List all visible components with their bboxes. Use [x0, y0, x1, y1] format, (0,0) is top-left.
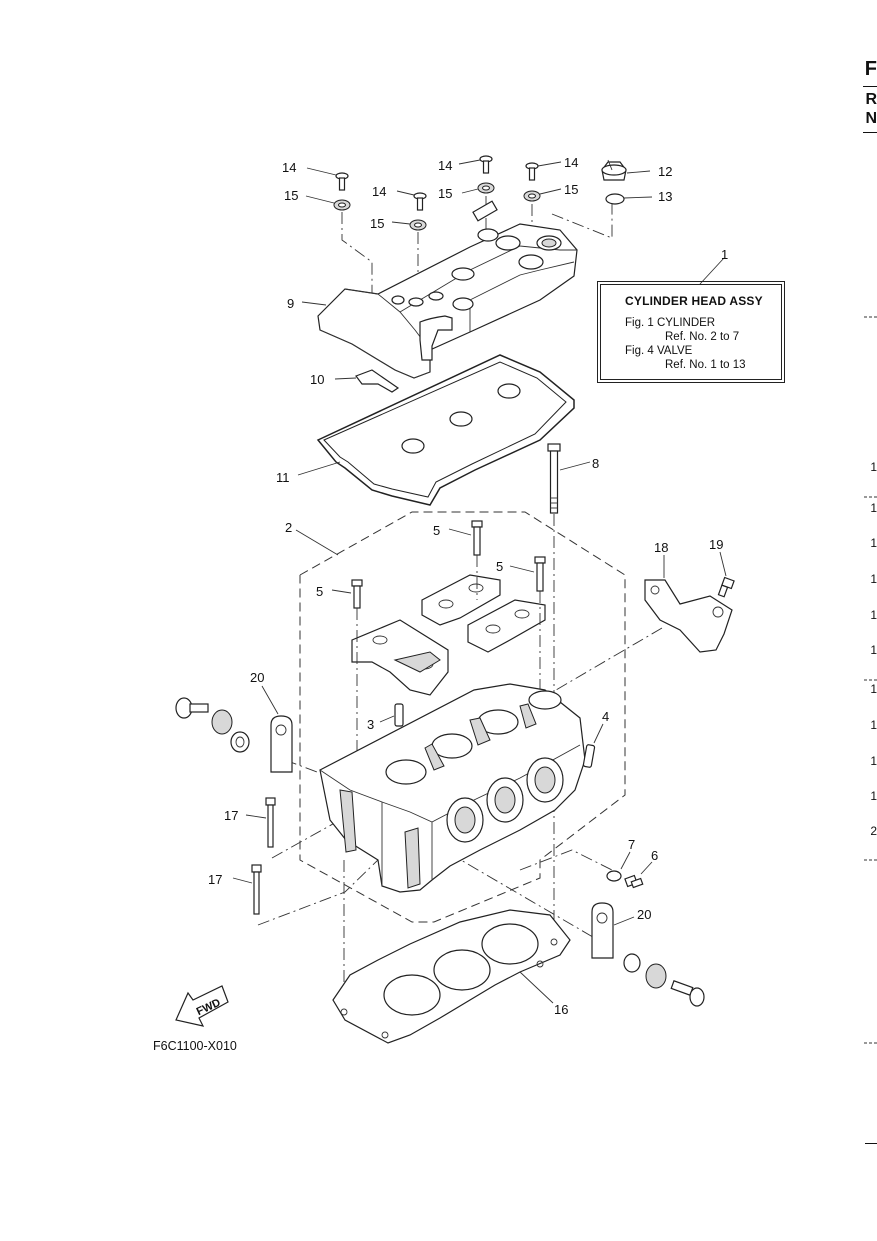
- callout-19: 19: [709, 537, 723, 552]
- callout-17: 17: [208, 872, 222, 887]
- callout-3: 3: [367, 717, 374, 732]
- oil-filler-cap-12: [601, 159, 651, 181]
- edge-letter-n: N: [865, 110, 877, 127]
- callout-11: 11: [276, 470, 290, 485]
- callout-15: 15: [438, 186, 452, 201]
- callout-18: 18: [654, 540, 668, 555]
- callout-14: 14: [372, 184, 386, 199]
- edge-letter-f: F: [864, 58, 877, 80]
- camshaft-cap-bolt-5c: [509, 556, 546, 592]
- cylinder-head-assy-info-box: CYLINDER HEAD ASSY Fig. 1 CYLINDER Ref. …: [597, 281, 785, 383]
- camshaft-cap-bolt-5a: [331, 579, 363, 609]
- camshaft-cap-lower: [351, 619, 449, 696]
- callout-8: 8: [592, 456, 599, 471]
- edge-number: 1: [870, 718, 877, 732]
- dowel-pin-3: [379, 703, 404, 727]
- edge-letter-r: R: [865, 91, 877, 108]
- callout-1-leader: [699, 257, 725, 285]
- bolt-17b: [232, 864, 262, 915]
- washer-15a: [305, 195, 351, 211]
- callout-13: 13: [658, 189, 672, 204]
- o-ring-13: [605, 193, 653, 205]
- edge-rule: [863, 86, 877, 87]
- plate-20a: [261, 685, 293, 773]
- edge-rule: [865, 1143, 877, 1144]
- callout-16: 16: [554, 1002, 568, 1017]
- bracket-18: [644, 555, 733, 653]
- cover-bolt-14b: [396, 190, 427, 211]
- callout-15: 15: [564, 182, 578, 197]
- callout-17: 17: [224, 808, 238, 823]
- dowel-pin-4: [582, 723, 604, 768]
- callout-4: 4: [602, 709, 609, 724]
- gasket-10: [334, 369, 400, 393]
- callout-15: 15: [370, 216, 384, 231]
- hanger-fittings-right: [623, 953, 705, 1007]
- info-box-fig4-ref: Ref. No. 1 to 13: [665, 359, 746, 371]
- callout-15: 15: [284, 188, 298, 203]
- edge-number: 1: [870, 536, 877, 550]
- callout-7: 7: [628, 837, 635, 852]
- edge-number: 1: [870, 789, 877, 803]
- callout-1: 1: [721, 247, 728, 262]
- head-bolt-8: [547, 443, 591, 514]
- callout-2: 2: [285, 520, 292, 535]
- info-box-fig4: Fig. 4 VALVE: [625, 345, 693, 357]
- bolt-17a: [245, 797, 276, 848]
- callout-10: 10: [310, 372, 324, 387]
- camshaft-cap-upper-left: [421, 574, 501, 626]
- callout-6: 6: [651, 848, 658, 863]
- washer-15d: [523, 188, 562, 202]
- bolt-6: [624, 861, 653, 889]
- hanger-fittings-left: [175, 697, 250, 753]
- fwd-arrow-icon: FWD: [175, 985, 229, 1027]
- callout-5: 5: [496, 559, 503, 574]
- callout-9: 9: [287, 296, 294, 311]
- edge-number: 1: [870, 460, 877, 474]
- edge-number: 2: [870, 824, 877, 838]
- edge-number: 1: [870, 501, 877, 515]
- edge-number: 1: [870, 682, 877, 696]
- cover-bolt-14c: [458, 155, 493, 174]
- plate-20b: [591, 902, 635, 959]
- callout-14: 14: [564, 155, 578, 170]
- cover-bolt-14a: [306, 167, 349, 191]
- callout-20: 20: [637, 907, 651, 922]
- callout-5: 5: [316, 584, 323, 599]
- edge-number: 1: [870, 572, 877, 586]
- info-box-fig1: Fig. 1 CYLINDER: [625, 317, 716, 329]
- callout-5: 5: [433, 523, 440, 538]
- edge-ticks: [864, 316, 877, 1044]
- callout-14: 14: [438, 158, 452, 173]
- edge-number: 1: [870, 608, 877, 622]
- alignment-lines-mid: [257, 514, 663, 1010]
- callout-20: 20: [250, 670, 264, 685]
- edge-number: 1: [870, 754, 877, 768]
- cylinder-head-group-box-2: [295, 511, 626, 923]
- washer-15c: [461, 182, 495, 194]
- camshaft-cap-bolt-5b: [448, 520, 483, 556]
- bolt-19: [717, 551, 735, 598]
- head-gasket-16: [332, 909, 571, 1044]
- head-cover-gasket-11: [297, 354, 575, 506]
- cylinder-head-cover-9: [301, 200, 578, 379]
- figure-code: F6C1100-X010: [153, 1039, 237, 1053]
- washer-15b: [391, 219, 427, 231]
- cylinder-head-body: [319, 683, 586, 893]
- cover-bolt-14d: [525, 161, 562, 181]
- edge-rule: [863, 132, 877, 133]
- washer-7: [606, 851, 631, 882]
- info-box-title: CYLINDER HEAD ASSY: [625, 294, 763, 308]
- callout-14: 14: [282, 160, 296, 175]
- camshaft-cap-upper-right: [467, 599, 546, 653]
- edge-number: 1: [870, 643, 877, 657]
- callout-12: 12: [658, 164, 672, 179]
- info-box-fig1-ref: Ref. No. 2 to 7: [665, 331, 740, 343]
